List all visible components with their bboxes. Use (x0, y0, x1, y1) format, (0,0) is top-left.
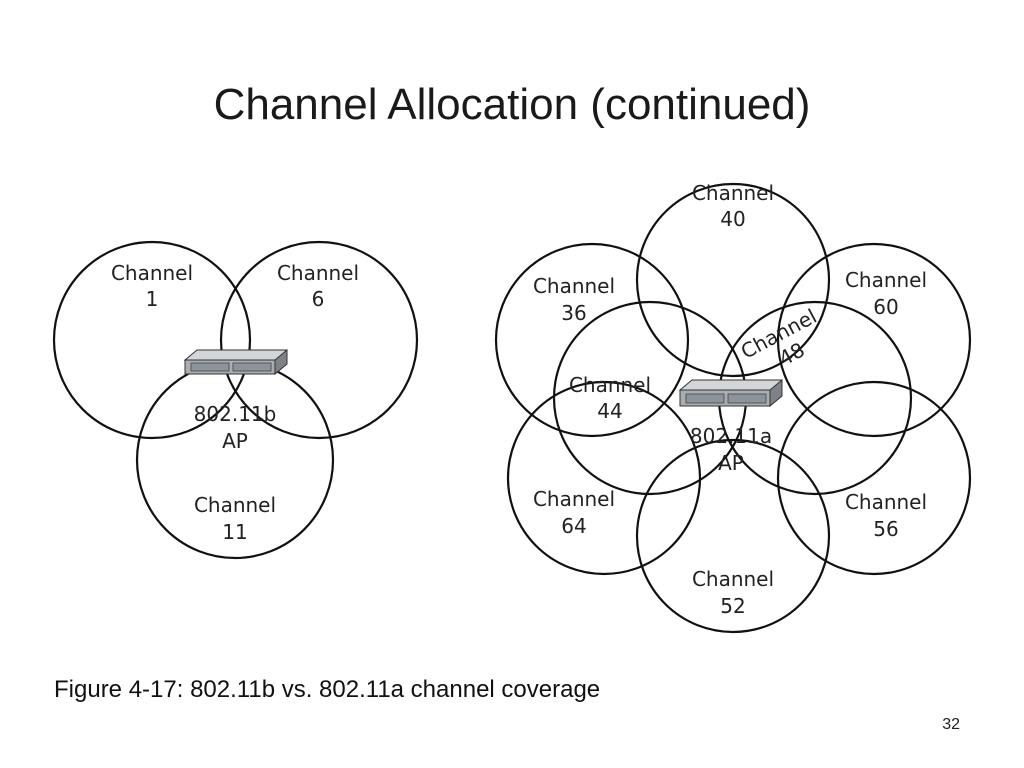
coverage-circle-channel-56 (776, 380, 972, 576)
diagram-80211b: Channel 1 Channel 6 Channel 11 802.11b A… (52, 240, 419, 560)
channel-number: 44 (597, 399, 622, 423)
diagram-80211a: Channel 40 Channel 36 Channel 60 Channel… (494, 181, 972, 634)
channel-number: 11 (222, 520, 247, 544)
channel-label: Channel (692, 567, 774, 591)
coverage-circle-channel-36 (494, 242, 690, 438)
coverage-circle-channel-60 (776, 242, 972, 438)
channel-label: Channel (533, 487, 615, 511)
slide-title: Channel Allocation (continued) (213, 80, 811, 129)
channel-number: 56 (873, 517, 898, 541)
ap-label: 802.11a (690, 424, 772, 448)
channel-number: 40 (720, 207, 745, 231)
channel-label: Channel (845, 268, 927, 292)
channel-label: Channel (569, 373, 651, 397)
ap-label: AP (222, 429, 248, 453)
channel-number: 1 (146, 287, 159, 311)
channel-number: 36 (561, 301, 586, 325)
ap-label: 802.11b (194, 402, 277, 426)
access-point-icon (678, 378, 783, 408)
channel-number: 6 (312, 287, 325, 311)
channel-number: 52 (720, 594, 745, 618)
channel-label: Channel (845, 490, 927, 514)
channel-label: Channel (194, 493, 276, 517)
slide-number: 32 (942, 716, 960, 733)
coverage-circle-channel-64 (506, 380, 702, 576)
coverage-circle-channel-1 (52, 240, 252, 440)
channel-label: Channel (111, 261, 193, 285)
ap-label: AP (718, 451, 744, 475)
channel-number: 64 (561, 514, 586, 538)
channel-label: Channel (692, 181, 774, 205)
coverage-circle-channel-52 (635, 438, 831, 634)
channel-number: 60 (873, 295, 898, 319)
figure-caption: Figure 4-17: 802.11b vs. 802.11a channel… (54, 676, 601, 703)
channel-label: Channel (533, 274, 615, 298)
coverage-circle-channel-40 (635, 182, 831, 378)
access-point-icon (183, 348, 288, 376)
channel-label: Channel (277, 261, 359, 285)
coverage-circle-channel-6 (219, 240, 419, 440)
